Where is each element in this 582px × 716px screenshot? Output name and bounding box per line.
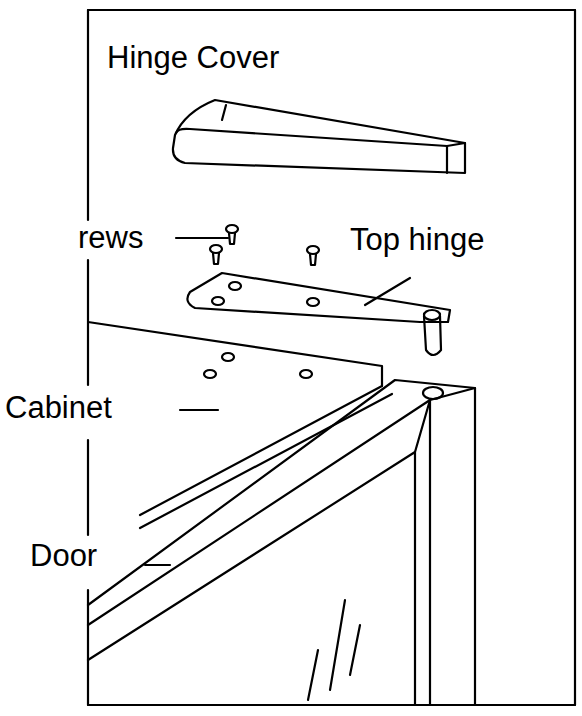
cabinet-drawing	[88, 322, 392, 528]
frame	[88, 10, 575, 705]
door-drawing	[88, 380, 475, 705]
part-label: Cabinet	[5, 392, 112, 423]
screws-drawing	[210, 225, 319, 265]
part-label: Door	[30, 540, 97, 571]
part-label: rews	[78, 222, 143, 253]
leader-lines	[145, 105, 410, 565]
part-label: Hinge Cover	[107, 42, 279, 73]
part-label: Top hinge	[350, 224, 484, 255]
hinge-cover-drawing	[173, 100, 465, 173]
